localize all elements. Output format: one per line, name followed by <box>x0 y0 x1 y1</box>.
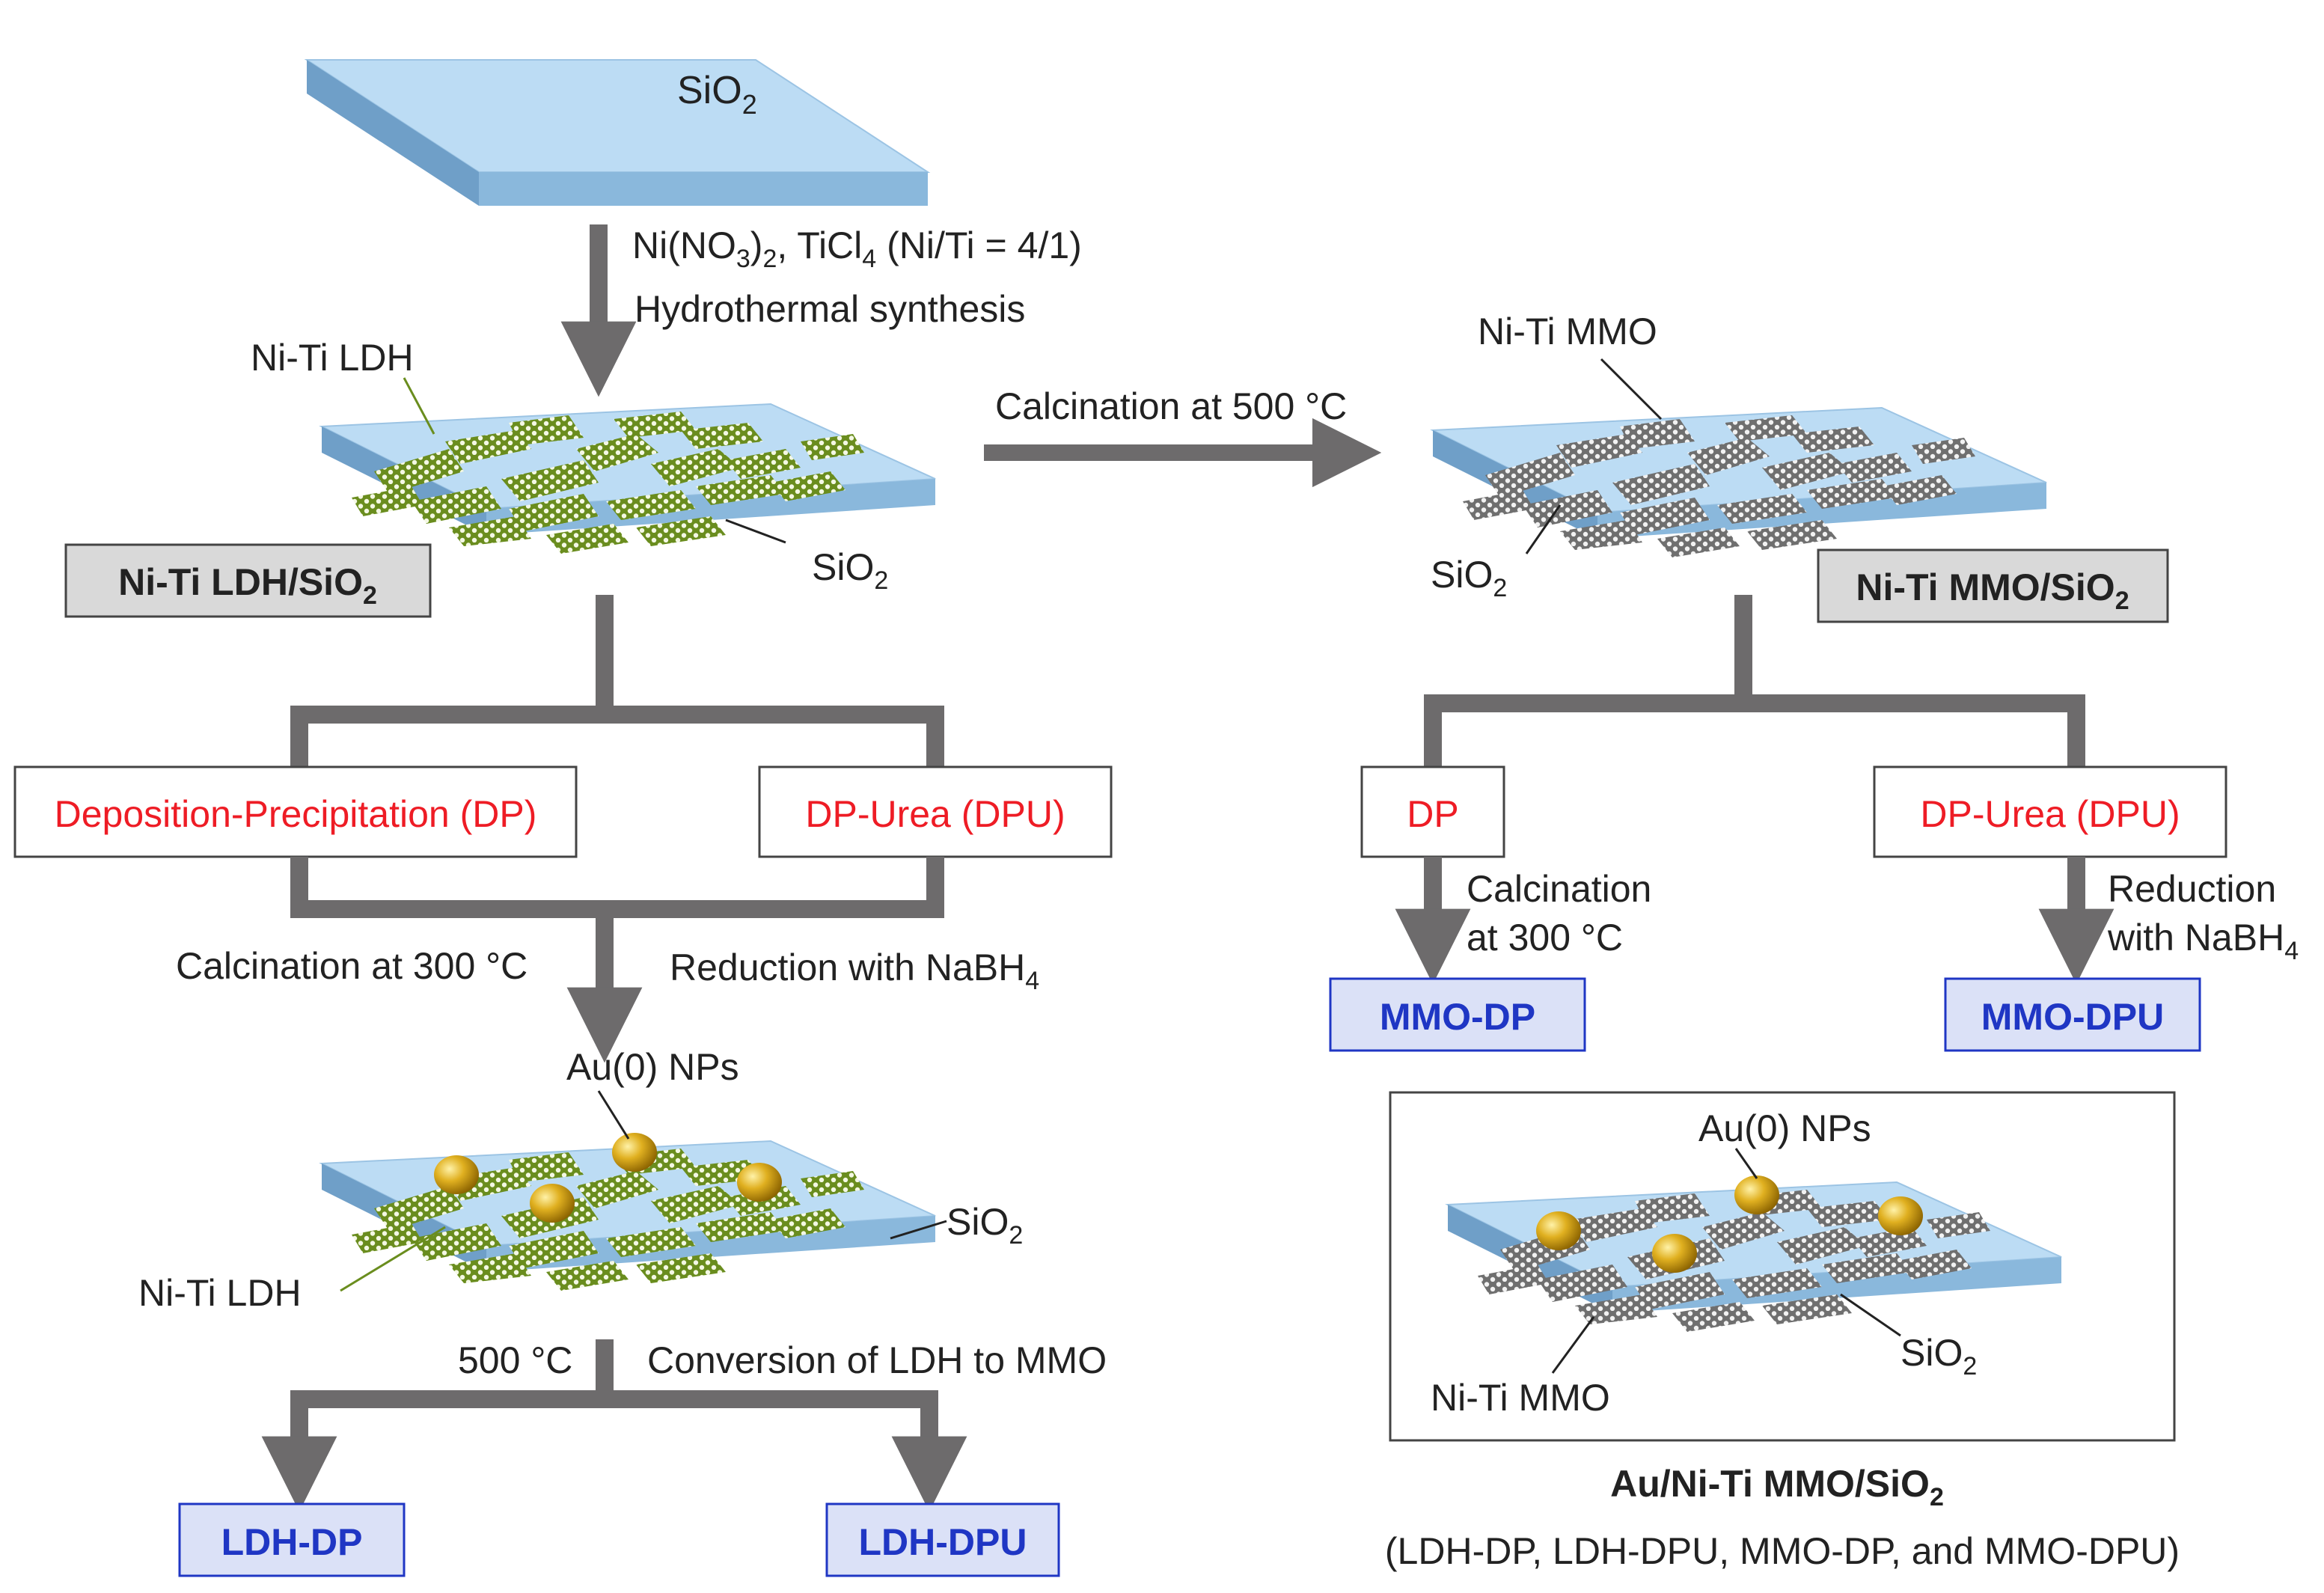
left-merge-connector <box>290 857 944 918</box>
precursors-label: Ni(NO3)2, TiCl4 (Ni/Ti = 4/1) <box>632 224 1082 273</box>
mmo-sio2-leader-line <box>1525 504 1562 554</box>
mmo-dp-label: MMO-DP <box>1380 996 1535 1038</box>
final-gold-nanoparticle-icon <box>1536 1175 1923 1273</box>
ldh-leader-line <box>403 377 435 435</box>
mmo-dp-box <box>1329 977 1586 1052</box>
ldh-label: Ni-Ti LDH <box>251 337 414 379</box>
conversion-label: Conversion of LDH to MMO <box>647 1339 1107 1381</box>
mmo-dpu-label: MMO-DPU <box>1981 996 2164 1038</box>
method-dpu-label: DP-Urea (DPU) <box>805 793 1065 835</box>
au-plate-sio2-label: SiO2 <box>947 1201 1023 1250</box>
final-sio2-label: SiO2 <box>1901 1332 1977 1381</box>
substrate-plate <box>304 59 931 206</box>
final-mmo-leader-line <box>1551 1316 1595 1374</box>
sio2-leader-line <box>725 519 786 544</box>
conversion-branch <box>261 1390 967 1512</box>
mmo-label: Ni-Ti MMO <box>1478 311 1657 352</box>
right-red-line2: with NaBH4 <box>2107 917 2299 965</box>
ldh-sio2-box <box>64 543 432 618</box>
right-calc-line1: Calcination <box>1467 868 1651 910</box>
conversion-temp-label: 500 °C <box>458 1339 572 1381</box>
method-dp-box <box>13 765 578 858</box>
final-subtitle: (LDH-DP, LDH-DPU, MMO-DP, and MMO-DPU) <box>1385 1530 2180 1572</box>
ldh-plate <box>319 403 936 554</box>
right-method-dpu-label: DP-Urea (DPU) <box>1920 793 2180 835</box>
mmo-plate <box>1430 406 2047 557</box>
right-method-dp-label: DP <box>1407 793 1458 835</box>
final-sio2-leader-line <box>1840 1293 1901 1337</box>
mmo-dpu-box <box>1944 977 2201 1052</box>
ldh-dp-box <box>178 1502 406 1577</box>
mmo-sio2-box-label: Ni-Ti MMO/SiO2 <box>1856 566 2129 615</box>
gold-nanoparticle-icon <box>434 1133 782 1223</box>
au-plate-ldh-label: Ni-Ti LDH <box>138 1272 302 1314</box>
right-red-line1: Reduction <box>2108 868 2276 910</box>
left-branch-connector <box>290 595 944 771</box>
calc-300-label: Calcination at 300 °C <box>176 945 528 987</box>
au-np-label: Au(0) NPs <box>566 1046 739 1088</box>
right-calc-line2: at 300 °C <box>1467 917 1623 958</box>
ldh-dpu-label: LDH-DPU <box>859 1521 1027 1563</box>
final-au-leader-line <box>1734 1148 1758 1179</box>
hydrothermal-label: Hydrothermal synthesis <box>634 288 1025 330</box>
final-title: Au/Ni-Ti MMO/SiO2 <box>1610 1463 1944 1511</box>
final-mmo-label: Ni-Ti MMO <box>1431 1377 1610 1419</box>
mmo-plate-sio2-label: SiO2 <box>1431 554 1507 602</box>
calcination-500-label: Calcination at 500 °C <box>995 385 1347 427</box>
au-ldh-leader-line <box>340 1226 446 1292</box>
mmo-leader-line <box>1600 358 1663 421</box>
right-branch-connector <box>1424 595 2085 771</box>
au-sio2-leader-line <box>890 1220 947 1240</box>
substrate-label: SiO2 <box>677 69 757 120</box>
final-au-label: Au(0) NPs <box>1698 1107 1871 1149</box>
right-method-dpu-box <box>1873 765 2227 858</box>
ldh-dpu-box <box>825 1502 1060 1577</box>
right-method-dp-box <box>1360 765 1505 858</box>
reduction-label: Reduction with NaBH4 <box>670 947 1039 995</box>
ldh-plate-sio2-label: SiO2 <box>812 546 888 595</box>
method-dp-label: Deposition-Precipitation (DP) <box>55 793 537 835</box>
ldh-sio2-box-label: Ni-Ti LDH/SiO2 <box>118 561 377 610</box>
au-leader-line <box>597 1090 630 1140</box>
method-dpu-box <box>758 765 1113 858</box>
ldh-dp-label: LDH-DP <box>221 1521 363 1563</box>
mmo-sio2-box <box>1817 548 2169 623</box>
